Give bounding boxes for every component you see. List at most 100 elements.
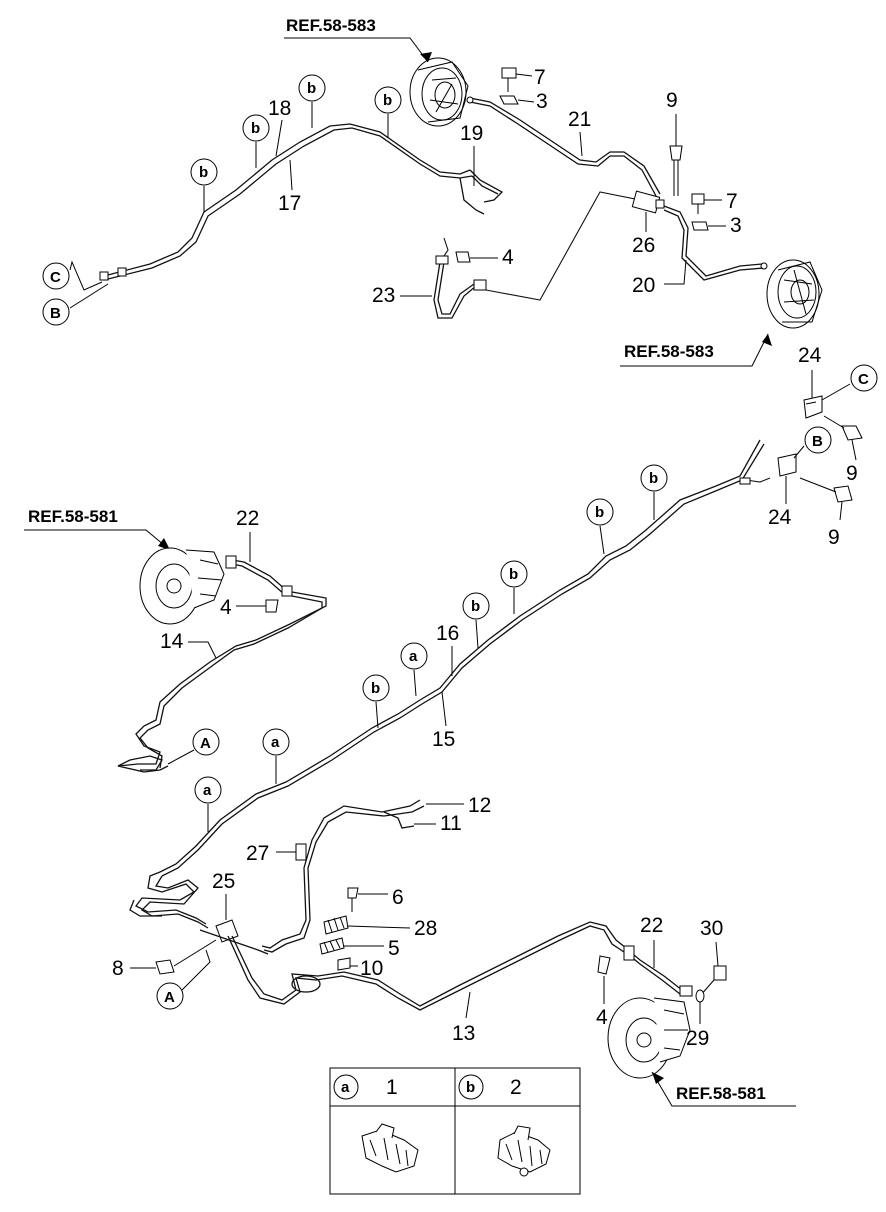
label-7-right: 7 [704,190,738,213]
rear-pipe-20[interactable] [663,205,768,281]
callout-B-top: B [42,283,109,326]
svg-text:C: C [50,269,61,286]
pipe-loop-cluster[interactable] [129,871,209,929]
label-27: 27 [246,842,296,865]
spring-clip-28[interactable] [323,915,349,935]
bracket-24-upper[interactable] [803,395,823,419]
label-9-lower: 9 [828,501,843,549]
svg-text:15: 15 [432,728,455,751]
bolt-7-top[interactable] [501,67,517,92]
svg-text:2: 2 [510,1076,522,1099]
main-pipe-15-16[interactable] [159,439,771,877]
ref-label-front-right[interactable]: REF.58-581 [651,1071,796,1107]
svg-text:24: 24 [798,344,822,367]
svg-text:9: 9 [666,89,678,112]
svg-text:11: 11 [440,812,462,835]
washer-29[interactable] [695,989,705,1003]
ref-label-front-left[interactable]: REF.58-581 [24,507,171,551]
svg-text:A: A [200,735,211,752]
svg-text:29: 29 [686,1027,709,1050]
rear-pipe-21[interactable] [466,96,661,197]
svg-text:12: 12 [468,794,491,817]
svg-text:10: 10 [360,957,383,980]
svg-text:19: 19 [460,122,483,145]
clip-3-right[interactable] [691,221,709,231]
label-16: 16 [436,622,459,676]
legend-part-2: 2 [510,1076,522,1099]
label-4-right: 4 [596,976,608,1029]
svg-text:a: a [341,1079,350,1096]
svg-text:16: 16 [436,622,459,645]
label-3-right: 3 [708,214,742,237]
svg-text:b: b [371,680,380,697]
front-disc-left[interactable] [139,547,225,625]
clip-3-top[interactable] [499,95,519,105]
svg-text:7: 7 [534,66,546,89]
label-15: 15 [432,691,455,751]
hose-22-right[interactable] [623,945,693,997]
svg-text:22: 22 [236,507,259,530]
ref-label-rear-top[interactable]: REF.58-583 [284,16,432,63]
svg-text:b: b [251,120,260,137]
front-pipe-13[interactable] [227,921,627,1011]
bolt-6[interactable] [347,887,359,912]
svg-text:b: b [509,566,518,583]
junction-block-26[interactable] [631,190,665,214]
ref-label-rear-right[interactable]: REF.58-583 [620,333,772,367]
svg-text:13: 13 [452,1022,475,1045]
bolt-7-right[interactable] [691,193,705,214]
svg-text:REF.58-581: REF.58-581 [28,507,118,526]
bolt-9-top[interactable] [669,145,683,196]
label-30: 30 [700,917,723,967]
label-8: 8 [112,957,156,980]
svg-text:24: 24 [768,506,792,529]
label-21: 21 [568,108,591,157]
bolt-30[interactable] [699,965,727,997]
clip-1-drawing[interactable] [361,1123,419,1173]
svg-text:8: 8 [112,957,124,980]
svg-text:6: 6 [392,886,404,909]
bolt-10[interactable] [337,957,351,971]
label-22-right: 22 [640,914,663,968]
svg-text:b: b [383,92,392,109]
clip-27[interactable] [295,843,307,861]
spring-clip-5[interactable] [319,937,345,955]
bolt-8[interactable] [155,939,217,975]
bolt-9-lower[interactable] [799,477,853,503]
clip-4-right[interactable] [597,955,611,975]
label-26: 26 [632,212,655,257]
rear-brake-assembly-top[interactable] [409,57,469,127]
svg-text:9: 9 [828,526,840,549]
clip-4-left[interactable] [265,599,279,613]
bracket-24-lower[interactable] [777,453,797,477]
label-23: 23 [372,284,432,307]
callout-A-lower: A [156,949,211,1010]
label-10: 10 [350,957,383,980]
clip-4-top[interactable] [455,251,471,263]
rear-brake-assembly-right[interactable] [766,259,823,329]
brake-hose-22-left[interactable] [225,555,293,597]
brake-hose-23[interactable] [433,191,641,319]
svg-text:17: 17 [278,192,301,215]
bolt-9-upper[interactable] [823,415,863,441]
callout-b-3: b [298,74,326,128]
svg-text:20: 20 [632,274,655,297]
svg-text:14: 14 [160,630,184,653]
svg-text:a: a [409,648,418,665]
svg-text:b: b [471,598,480,615]
clip-2-drawing[interactable] [497,1125,551,1177]
label-9-top: 9 [666,89,678,146]
svg-text:b: b [199,164,208,181]
front-disc-right[interactable] [607,997,691,1079]
front-pipe-14[interactable] [117,591,327,773]
pipe-11-12[interactable] [261,799,425,953]
rear-pipe-17-18[interactable] [103,123,504,281]
callout-b-6: b [586,498,614,555]
callout-a-2: a [262,728,290,784]
svg-text:b: b [307,80,316,97]
label-4-top: 4 [470,246,514,269]
callout-b-2: b [242,114,270,168]
svg-text:30: 30 [700,917,723,940]
label-20: 20 [632,259,687,297]
